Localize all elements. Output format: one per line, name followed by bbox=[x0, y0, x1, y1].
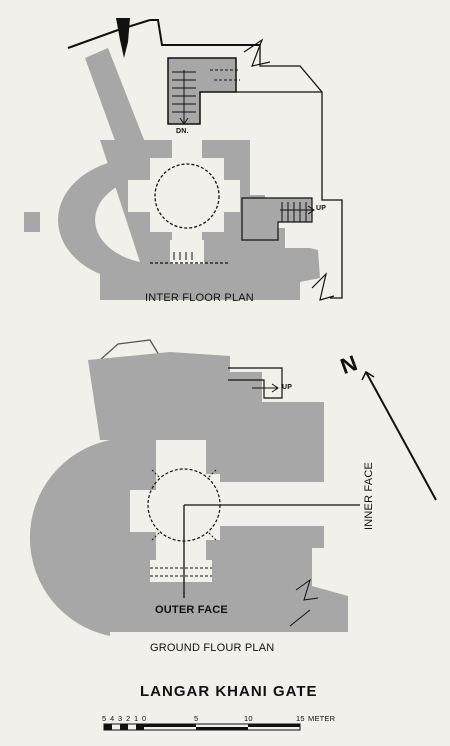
upper-plan-caption: INTER FLOOR PLAN bbox=[145, 292, 254, 304]
drawing-title: LANGAR KHANI GATE bbox=[140, 683, 318, 700]
scale-seg-6 bbox=[248, 724, 300, 727]
scale-bar bbox=[103, 723, 301, 731]
upper-stair-down-arrow bbox=[179, 70, 189, 125]
upper-right-boundary bbox=[236, 91, 343, 299]
inter-floor-plan bbox=[24, 18, 343, 301]
scale-tick-15m: 15 bbox=[296, 714, 305, 723]
scale-seg-5 bbox=[196, 727, 248, 730]
scale-unit-label: METER bbox=[308, 714, 336, 723]
lower-passage-dashes bbox=[150, 567, 212, 577]
lower-inner-passage bbox=[220, 482, 324, 526]
scale-tick-2: 2 bbox=[126, 714, 131, 723]
lower-up-stair bbox=[228, 367, 283, 399]
outer-face-label: OUTER FACE bbox=[155, 604, 228, 616]
upper-broken-ruin-mark bbox=[116, 18, 130, 58]
scale-tick-10m: 10 bbox=[244, 714, 253, 723]
lower-corner-slash bbox=[289, 609, 311, 627]
scale-tick-5m: 5 bbox=[194, 714, 199, 723]
scale-seg-3 bbox=[136, 724, 144, 730]
upper-right-stair-arrow bbox=[280, 205, 315, 215]
upper-stair-block bbox=[167, 57, 237, 125]
inner-face-label: INNER FACE bbox=[363, 461, 375, 530]
north-arrow-head bbox=[361, 370, 375, 381]
upper-south-passage-steps bbox=[173, 252, 193, 260]
upper-lower-right-break bbox=[311, 272, 335, 301]
upper-bastion-tip bbox=[24, 212, 40, 232]
upper-semicircle-bastion bbox=[58, 158, 140, 282]
upper-cross-chamber bbox=[128, 140, 240, 250]
lower-semicircle bbox=[29, 440, 111, 636]
upper-stair-break-line bbox=[243, 38, 271, 67]
upper-right-stair-treads bbox=[281, 202, 307, 222]
label-down: DN. bbox=[176, 128, 189, 135]
upper-south-passage bbox=[170, 240, 204, 264]
lower-corner-detail bbox=[295, 578, 319, 601]
lower-outer-passage bbox=[150, 560, 212, 582]
lower-top-broken-edge bbox=[99, 339, 163, 361]
label-up-upper: UP bbox=[316, 205, 327, 212]
ground-floor-plan bbox=[29, 339, 360, 636]
upper-top-right-link bbox=[259, 45, 323, 93]
scale-tick-3: 3 bbox=[118, 714, 123, 723]
north-arrow-line bbox=[365, 371, 437, 501]
scale-tick-5: 5 bbox=[102, 714, 107, 723]
scale-tick-1: 1 bbox=[134, 714, 139, 723]
label-up-lower: UP bbox=[282, 384, 293, 391]
upper-chamber-dome bbox=[154, 163, 220, 229]
upper-right-stair bbox=[241, 197, 313, 241]
scale-seg-2 bbox=[120, 724, 128, 730]
scale-seg-1 bbox=[104, 724, 112, 730]
scale-tick-0: 0 bbox=[142, 714, 147, 723]
lower-cross-chamber bbox=[130, 440, 250, 560]
lower-plan-caption: GROUND FLOUR PLAN bbox=[150, 642, 275, 654]
upper-diagonal-wall bbox=[85, 48, 148, 160]
lower-dome-corners bbox=[151, 469, 217, 541]
scale-tick-4: 4 bbox=[110, 714, 115, 723]
north-arrow bbox=[361, 370, 437, 501]
lower-up-arrow bbox=[252, 383, 279, 393]
upper-stair-dashed bbox=[210, 69, 240, 81]
upper-top-broken-edge bbox=[67, 19, 151, 49]
upper-top-step-wall bbox=[150, 19, 260, 46]
scale-seg-4 bbox=[144, 724, 196, 727]
